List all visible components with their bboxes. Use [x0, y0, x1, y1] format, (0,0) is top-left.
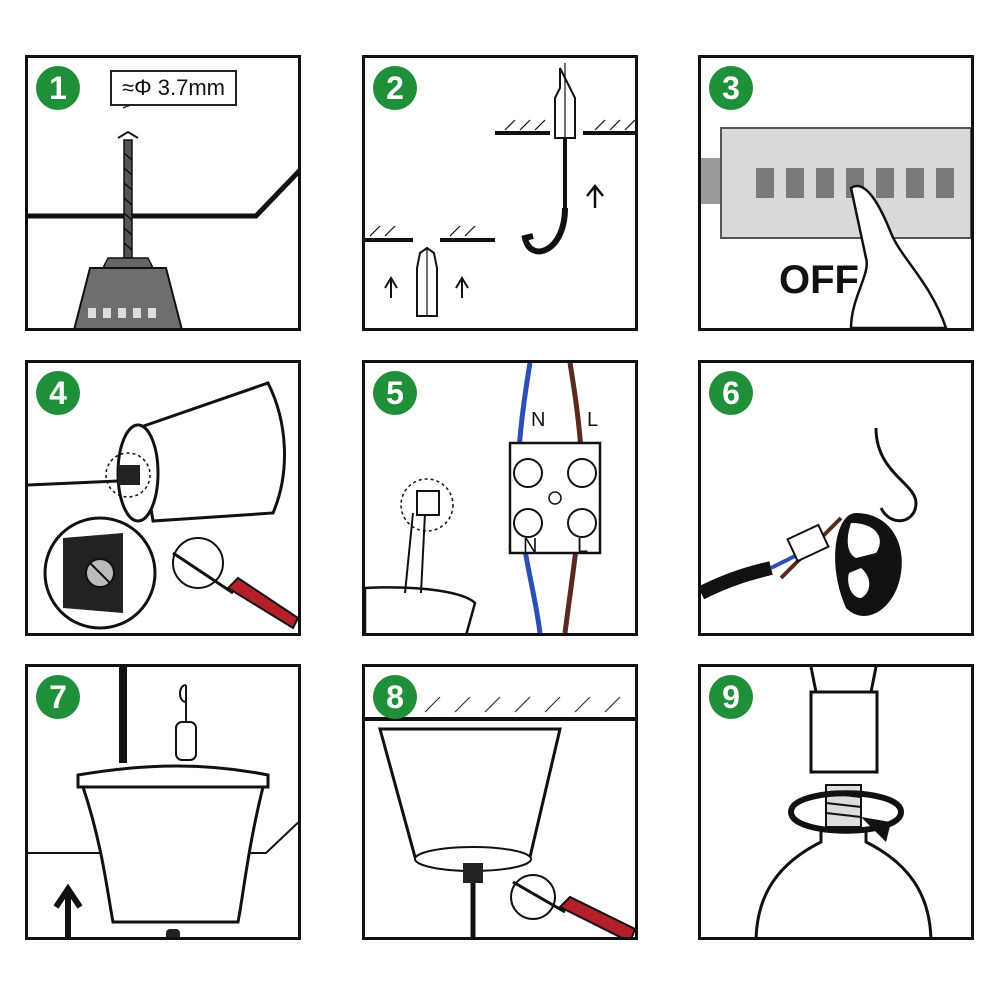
- step-number-badge: 9: [709, 675, 753, 719]
- live-label-top: L: [587, 409, 599, 431]
- hanging-hook-illustration: [701, 427, 918, 616]
- drill-illustration: [28, 87, 298, 328]
- step-number-badge: 6: [709, 371, 753, 415]
- step-9-panel: 9: [698, 664, 974, 940]
- neutral-label-top: N: [531, 409, 546, 431]
- step-4-panel: 4: [25, 360, 301, 636]
- step-5-panel: 5 N L N L: [362, 360, 638, 636]
- anchor-and-hook-illustration: [365, 63, 635, 317]
- drill-size-callout: ≈Φ 3.7mm: [110, 70, 237, 106]
- step-2-panel: 2: [362, 55, 638, 331]
- step-6-panel: 6: [698, 360, 974, 636]
- step-3-panel: 3 OFF: [698, 55, 974, 331]
- bulb-install-illustration: [754, 667, 933, 937]
- step-8-panel: 8: [362, 664, 638, 940]
- step-number-badge: 2: [373, 66, 417, 110]
- step-number-badge: 5: [373, 371, 417, 415]
- step-1-panel: 1 ≈Φ 3.7mm: [25, 55, 301, 331]
- tighten-shade-illustration: [365, 696, 635, 937]
- step-number-badge: 7: [36, 675, 80, 719]
- step-number-badge: 3: [709, 66, 753, 110]
- lift-shade-illustration: [28, 667, 298, 937]
- step-number-badge: 8: [373, 675, 417, 719]
- live-label-bottom: L: [577, 535, 589, 557]
- off-label: OFF: [779, 258, 859, 302]
- step-number-badge: 4: [36, 371, 80, 415]
- step-7-panel: 7: [25, 664, 301, 940]
- step-number-badge: 1: [36, 66, 80, 110]
- terminal-block-illustration: [365, 363, 602, 633]
- neutral-label-bottom: N: [523, 535, 538, 557]
- breaker-illustration: [701, 127, 971, 328]
- shade-screw-illustration: [28, 381, 298, 630]
